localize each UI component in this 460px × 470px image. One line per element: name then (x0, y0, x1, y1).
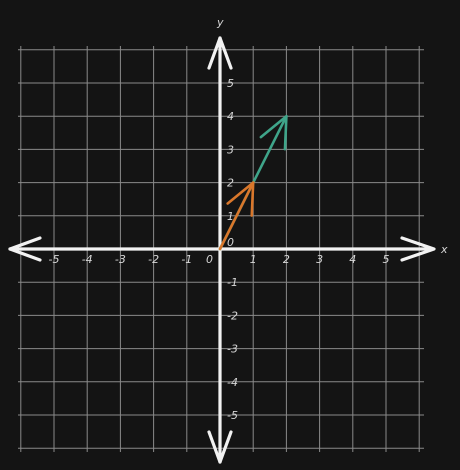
y-axis-arrow-top (207, 36, 233, 70)
x-tick-label: 4 (349, 253, 356, 266)
y-tick-label: -2 (227, 309, 238, 322)
vector-arrowhead (226, 181, 255, 217)
x-tick-label: -5 (49, 253, 60, 266)
y-tick-label: -3 (227, 343, 238, 356)
y-zero-label: 0 (227, 236, 234, 249)
y-tick-label: 3 (227, 143, 234, 156)
x-tick-labels: -5 -4 -3 -2 -1 1 2 3 4 5 (49, 253, 390, 266)
vector-line (218, 181, 255, 251)
x-tick-label: -3 (115, 253, 126, 266)
x-tick-label: -2 (148, 253, 159, 266)
y-tick-label: -5 (227, 409, 238, 422)
y-axis-label: y (216, 16, 224, 29)
x-axis-arrow-left (8, 236, 42, 262)
x-axis-label: x (440, 243, 448, 256)
x-tick-label: 1 (250, 253, 257, 266)
y-tick-labels: -5 -4 -3 -2 -1 1 2 3 4 5 (227, 77, 238, 422)
y-tick-label: 2 (227, 177, 234, 190)
y-axis-arrow-bottom (207, 430, 233, 464)
axes (8, 36, 436, 464)
y-tick-label: 1 (227, 210, 234, 223)
vectors (218, 114, 288, 251)
y-tick-label: -4 (227, 376, 238, 389)
x-axis-arrow-right (400, 236, 436, 262)
x-tick-label: 5 (383, 253, 390, 266)
x-tick-label: 2 (283, 253, 290, 266)
y-tick-label: 5 (227, 77, 234, 90)
x-tick-label: 3 (316, 253, 323, 266)
x-tick-label: -4 (82, 253, 93, 266)
x-tick-label: -1 (181, 253, 192, 266)
y-tick-label: -1 (227, 276, 238, 289)
vector-arrowhead (259, 114, 288, 151)
y-tick-label: 4 (227, 110, 234, 123)
origin-label: 0 (206, 253, 213, 266)
